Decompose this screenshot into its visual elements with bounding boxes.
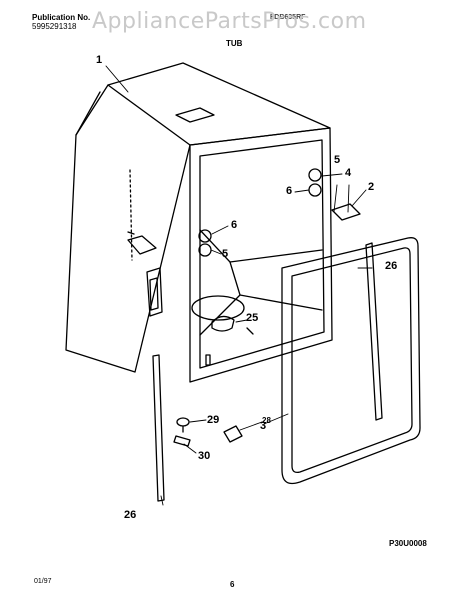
publication-label: Publication No. [32, 13, 91, 22]
side-mark [127, 231, 135, 235]
screw-6-left [198, 229, 212, 243]
page-number: 6 [230, 580, 235, 589]
door-gasket-3 [281, 237, 421, 485]
callout-25: 25 [246, 312, 259, 324]
tub-front-opening [199, 139, 325, 369]
callout-5-right: 5 [334, 154, 341, 166]
tub-edge [75, 91, 101, 136]
side-rib [129, 169, 133, 261]
bushing-5-right [308, 168, 322, 182]
callout-2: 2 [368, 181, 375, 193]
callout-1: 1 [96, 54, 103, 66]
tub-left-side [65, 84, 191, 373]
side-vent-inner [149, 277, 159, 311]
side-bracket [127, 235, 157, 255]
seal-strip-26-right [365, 242, 383, 421]
part-28-clip [223, 425, 243, 443]
part-29-cap [176, 417, 190, 433]
drain-tab [205, 354, 211, 366]
spray-nozzle-25 [211, 315, 254, 335]
tub-floor-edge [239, 294, 323, 311]
callout-30: 30 [198, 450, 211, 462]
model-code: FDB635RF [270, 14, 306, 21]
callout-4: 4 [345, 167, 352, 179]
diagram-title: TUB [226, 39, 243, 48]
tub-top [107, 62, 331, 146]
footer-date: 01/97 [34, 578, 52, 585]
side-vent [146, 267, 163, 317]
callout-28: 28 [262, 416, 271, 425]
callout-6-right: 6 [286, 185, 293, 197]
tub-top-vent [175, 107, 215, 123]
callout-26-left: 26 [124, 509, 137, 521]
hinge-bracket-2 [331, 203, 361, 221]
tub-sump [191, 295, 245, 321]
callout-3: 3 [260, 420, 267, 432]
callout-6-left: 6 [231, 219, 238, 231]
screw-6-right [308, 183, 322, 197]
tub-front-flange-outer [189, 127, 333, 383]
callout-26-right: 26 [385, 260, 398, 272]
tub-interior-back [199, 229, 323, 263]
figure-code: P30U0008 [389, 539, 427, 548]
leader-lines [105, 65, 373, 506]
publication-number: 5995291318 [32, 22, 77, 31]
watermark: AppliancePartsPros.com [92, 9, 367, 34]
tub-body [65, 62, 333, 383]
callout-29: 29 [207, 414, 220, 426]
seal-strip-26-left [152, 354, 165, 502]
part-30-valve [173, 435, 191, 447]
bushing-5-left [198, 243, 212, 257]
callout-5-left: 5 [222, 248, 229, 260]
